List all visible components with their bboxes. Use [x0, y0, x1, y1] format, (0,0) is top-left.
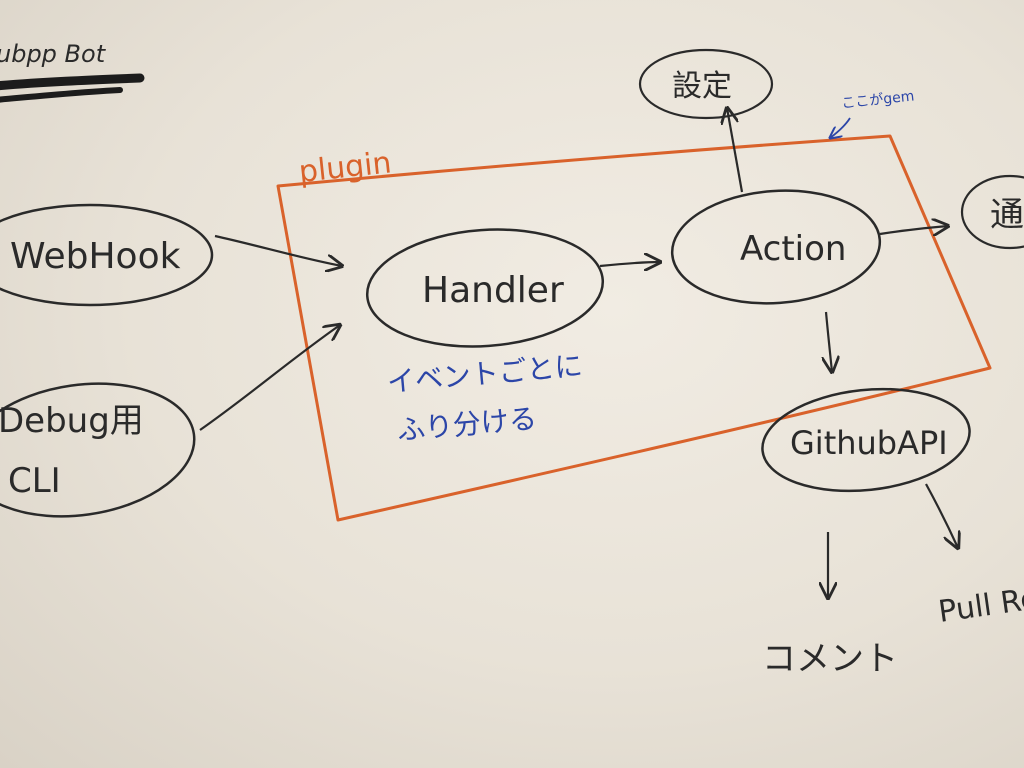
top-right-note: ここがgem — [841, 88, 915, 112]
handler-label: Handler — [422, 270, 564, 311]
comment-label: コメント — [762, 639, 898, 679]
action-node — [670, 189, 882, 305]
handler-node — [365, 228, 605, 348]
top-right-note-arrow — [830, 117, 851, 138]
arrow-action-to-notify — [879, 226, 948, 234]
action-label: Action — [740, 229, 846, 269]
debug-cli-label-line2: CLI — [8, 461, 61, 501]
plugin-boundary — [276, 134, 992, 522]
plugin-label: plugin — [297, 145, 393, 190]
arrow-action-to-github — [826, 311, 832, 372]
debug-cli-label-line1: Debug用 — [0, 401, 144, 441]
arrow-debug-to-handler — [199, 325, 340, 431]
arrow-action-to-settings — [727, 108, 744, 193]
settings-label: 設定 — [672, 69, 732, 104]
pull-request-label: Pull Re — [936, 581, 1024, 630]
title-underline — [0, 73, 145, 91]
notify-label: 通 — [990, 195, 1024, 235]
debug-cli-node — [0, 382, 196, 518]
settings-node — [638, 48, 774, 120]
arrow-webhook-to-handler — [214, 234, 342, 266]
notify-node — [960, 174, 1024, 250]
handler-note-line2: ふり分ける — [396, 402, 538, 447]
webhook-label: WebHook — [10, 236, 181, 277]
handler-note-line1: イベントごとに — [386, 349, 584, 399]
arrow-handler-to-action — [599, 262, 660, 266]
github-api-label: GithubAPI — [790, 424, 948, 462]
title-underline-2 — [0, 87, 123, 103]
github-api-node — [761, 387, 971, 493]
diagram-title: ubpp Bot — [0, 40, 107, 68]
arrow-github-to-pull-request — [925, 483, 958, 548]
webhook-node — [0, 203, 214, 307]
